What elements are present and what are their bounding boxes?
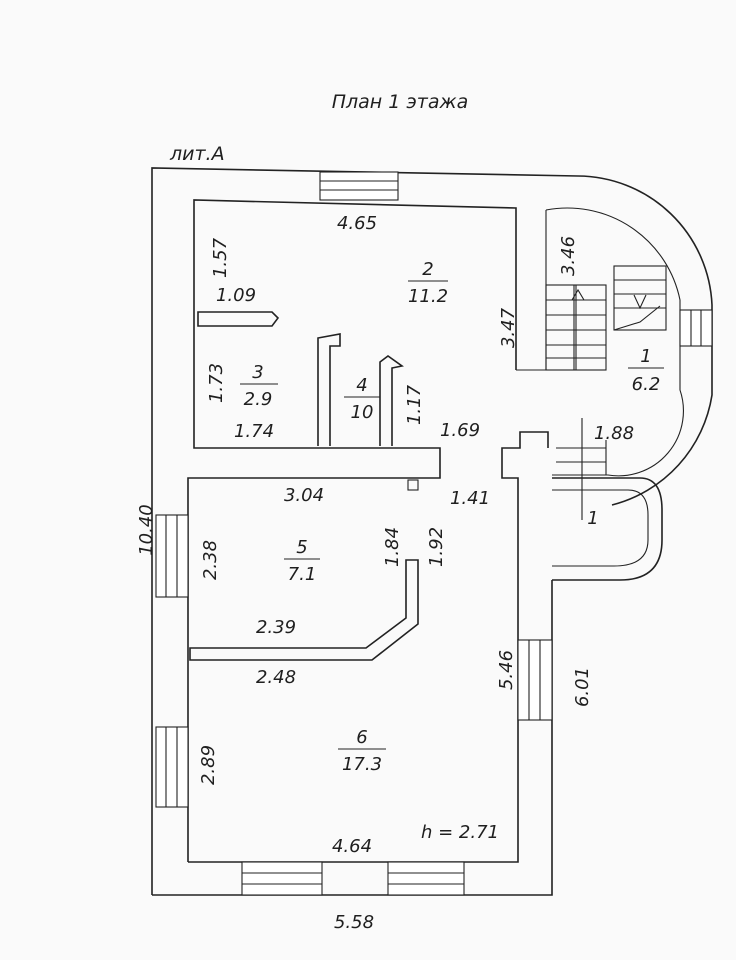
dim-room6-bottom: 4.64	[332, 836, 372, 857]
room-area: 6.2	[632, 374, 661, 395]
room-number: 2	[422, 259, 433, 280]
window-right-room6	[517, 639, 553, 721]
porch	[552, 418, 663, 581]
room-1-label: 1 6.2	[628, 346, 664, 395]
room-area: 11.2	[408, 286, 448, 307]
room-number: 1	[640, 346, 651, 367]
window-left-room6	[155, 726, 189, 808]
dim-outer-right: 6.01	[572, 667, 593, 707]
dim-overall-height: 10.40	[136, 504, 157, 556]
dim-room5-top: 3.04	[284, 485, 324, 506]
dim-room2-left: 1.57	[210, 237, 231, 278]
dim-overall-width: 5.58	[334, 912, 374, 933]
dim-room2-partition: 1.09	[216, 285, 256, 306]
room-area: 10	[351, 402, 374, 423]
staircase	[545, 265, 667, 371]
window-bottom-right	[387, 861, 465, 896]
room-number: 6	[356, 727, 367, 748]
dim-room6-left: 2.89	[198, 745, 219, 785]
window-top	[319, 171, 399, 201]
dimension-labels: 4.65 1.57 1.09 3.46 3.47 1.73 1.74 1.17 …	[136, 213, 634, 933]
room-6-label: 6 17.3	[338, 727, 386, 775]
room-labels: 1 6.2 2 11.2 3 2.9 4 10 5 7.1 6 17.3	[240, 259, 664, 775]
entrance-label: 1	[587, 508, 598, 529]
room-number: 5	[296, 537, 307, 558]
height-note: h = 2.71	[421, 822, 499, 843]
room-area: 2.9	[244, 389, 273, 410]
dim-room5-right: 1.92	[426, 527, 447, 567]
room-5-label: 5 7.1	[284, 537, 320, 585]
dim-room6-top: 2.48	[256, 667, 296, 688]
room-3-label: 3 2.9	[240, 362, 278, 410]
room-2-label: 2 11.2	[408, 259, 448, 307]
building-label: лит.А	[169, 143, 225, 165]
room-number: 4	[356, 375, 367, 396]
dim-room4-height: 1.17	[404, 384, 425, 425]
room-area: 7.1	[288, 564, 317, 585]
dim-room3-height: 1.73	[206, 363, 227, 403]
dim-corridor-gap: 1.41	[450, 488, 490, 509]
dim-room6-right: 5.46	[496, 650, 517, 690]
window-bottom-left	[241, 861, 323, 896]
dim-room5-inner: 1.84	[382, 527, 403, 567]
room-4-label: 4 10	[344, 375, 380, 423]
window-left-room5	[155, 514, 189, 598]
dim-room2-right: 3.47	[498, 307, 519, 348]
room-area: 17.3	[342, 754, 382, 775]
room-number: 3	[252, 362, 263, 383]
dim-stair-length: 3.46	[558, 236, 579, 276]
dim-hall-width: 1.88	[594, 423, 634, 444]
interior-partitions	[189, 311, 419, 661]
dim-top-width: 4.65	[337, 213, 377, 234]
window-stairwell	[679, 309, 713, 347]
dim-room3-width: 1.74	[234, 421, 274, 442]
dim-corridor-width: 1.69	[440, 420, 480, 441]
windows	[155, 171, 713, 896]
dim-room5-left: 2.38	[200, 540, 221, 580]
dim-room5-bottom: 2.39	[256, 617, 296, 638]
plan-title: План 1 этажа	[332, 91, 469, 113]
arrow-up-icon	[571, 288, 585, 301]
arrow-down-icon	[633, 294, 647, 310]
